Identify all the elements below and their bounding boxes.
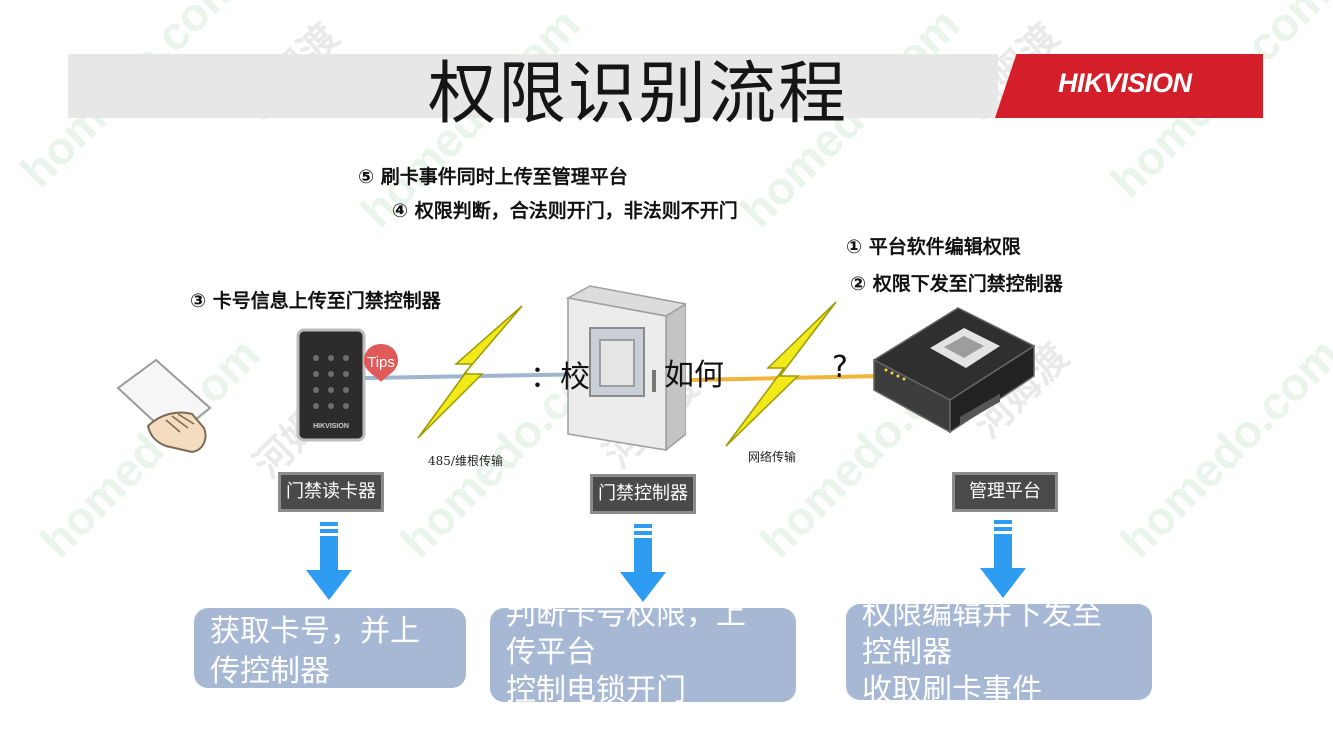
- reader-label: 门禁读卡器: [278, 472, 384, 512]
- network-link-label: 网络传输: [748, 450, 797, 464]
- page-title: 权限识别流程: [428, 55, 849, 134]
- controller-result-line: 控制电锁开门: [506, 673, 686, 702]
- arrow-down-icon: [980, 520, 1026, 598]
- controller-label: 门禁控制器: [590, 474, 696, 514]
- platform-label: 管理平台: [952, 472, 1058, 512]
- overlay-text-b: 如何: [664, 358, 724, 393]
- door-controller-device: [565, 285, 686, 452]
- platform-result-line: 收取刷卡事件: [862, 673, 1042, 700]
- step-1-label: ① 平台软件编辑权限: [846, 236, 1021, 258]
- brand-logo: HIKVISION: [1058, 68, 1192, 98]
- brand-logo-band: [995, 54, 1263, 118]
- overlay-text-c: ?: [832, 350, 848, 385]
- platform-result-box: 权限编辑并下发至 控制器 收取刷卡事件: [846, 604, 1152, 700]
- step-4-label: ④ 权限判断，合法则开门，非法则不开门: [392, 200, 738, 222]
- platform-result-line: 控制器: [862, 635, 952, 670]
- step-5-label: ⑤ 刷卡事件同时上传至管理平台: [358, 166, 628, 188]
- reader-brand: HIKVISION: [313, 423, 349, 430]
- rs485-link-label: 485/维根传输: [428, 454, 503, 468]
- reader-result-line: 传控制器: [210, 654, 330, 688]
- controller-result-line: 判断卡号权限，上: [506, 608, 746, 632]
- reader-result-line: 获取卡号，并上: [210, 614, 420, 649]
- step-2-label: ② 权限下发至门禁控制器: [850, 273, 1063, 295]
- arrow-down-icon: [306, 522, 352, 600]
- platform-result-line: 权限编辑并下发至: [862, 604, 1102, 632]
- lightning-icon-network: [725, 301, 837, 447]
- overlay-text-a: ：校: [530, 360, 590, 395]
- title-band: [68, 54, 998, 118]
- card-reader-device: HIKVISION: [296, 328, 366, 442]
- management-server-device: [872, 307, 1036, 434]
- controller-result-line: 传平台: [506, 635, 596, 670]
- reader-result-box: 获取卡号，并上 传控制器: [194, 608, 466, 688]
- arrow-down-icon: [620, 524, 666, 602]
- reader-controller-link: [364, 372, 599, 380]
- lightning-icon-485: [417, 305, 523, 439]
- step-3-label: ③ 卡号信息上传至门禁控制器: [190, 290, 441, 312]
- controller-result-box: 判断卡号权限，上 传平台 控制电锁开门: [490, 608, 796, 702]
- tips-bubble-icon: Tips: [364, 344, 398, 382]
- hand-card-icon: [116, 358, 212, 454]
- tips-label: Tips: [367, 354, 395, 371]
